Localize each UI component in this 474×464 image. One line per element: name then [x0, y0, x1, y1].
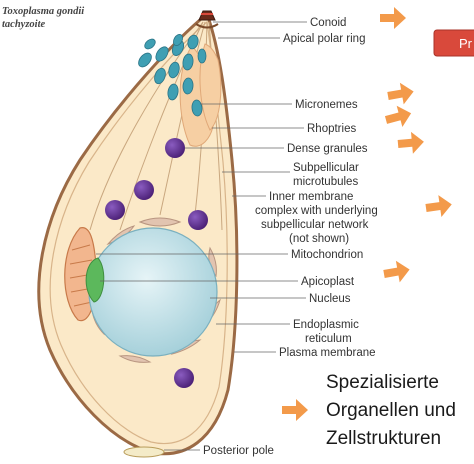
arrow-icon [397, 131, 424, 154]
label-apicoplast: Apicoplast [301, 276, 355, 288]
label-dense-granules: Dense granules [287, 143, 368, 155]
apical-polar-ring [195, 23, 219, 29]
label-er-1: Endoplasmic [293, 319, 359, 331]
arrow-icon [380, 7, 406, 29]
legend-note: Spezialisierte Organellen und Zellstrukt… [326, 372, 456, 449]
label-er-2: reticulum [305, 333, 352, 345]
arrow-icon [282, 399, 308, 421]
diagram-title-line2: tachyzoite [2, 19, 45, 30]
corner-button-label: Pr [459, 36, 473, 51]
corner-button[interactable]: Pr [433, 29, 474, 57]
label-plasma-membrane: Plasma membrane [279, 347, 376, 359]
label-conoid: Conoid [310, 17, 346, 29]
arrow-icon [425, 195, 452, 217]
legend-note-line3: Zellstrukturen [326, 428, 441, 449]
arrow-icon [387, 82, 414, 105]
label-apical-polar-ring: Apical polar ring [283, 33, 365, 45]
nucleus [88, 227, 218, 357]
legend-note-line2: Organellen und [326, 400, 456, 421]
dense-granules [105, 138, 208, 388]
highlight-arrows [282, 7, 452, 421]
label-inner-membrane-3: subpellicular network [261, 219, 369, 231]
label-inner-membrane-2: complex with underlying [255, 205, 378, 217]
conoid [198, 10, 216, 21]
mitochondrion [64, 227, 97, 322]
posterior-pole [123, 446, 165, 458]
label-rhoptries: Rhoptries [307, 123, 356, 135]
rhoptries [179, 43, 222, 147]
legend-note-line1: Spezialisierte [326, 372, 439, 393]
label-subpellicular-2: microtubules [293, 176, 358, 188]
label-nucleus: Nucleus [309, 293, 351, 305]
label-subpellicular-1: Subpellicular [293, 162, 359, 174]
label-micronemes: Micronemes [295, 99, 358, 111]
label-inner-membrane-4: (not shown) [289, 233, 349, 245]
label-mitochondrion: Mitochondrion [291, 249, 363, 261]
micronemes [138, 34, 207, 117]
label-inner-membrane-1: Inner membrane [269, 191, 353, 203]
arrow-icon [384, 105, 412, 128]
label-posterior-pole: Posterior pole [203, 445, 274, 457]
labels: Conoid Apical polar ring Micronemes Rhop… [203, 17, 378, 457]
diagram-title-line1: Toxoplasma gondii [2, 6, 84, 17]
apicoplast [85, 257, 105, 303]
leader-lines [96, 21, 307, 451]
arrow-icon [383, 260, 410, 283]
